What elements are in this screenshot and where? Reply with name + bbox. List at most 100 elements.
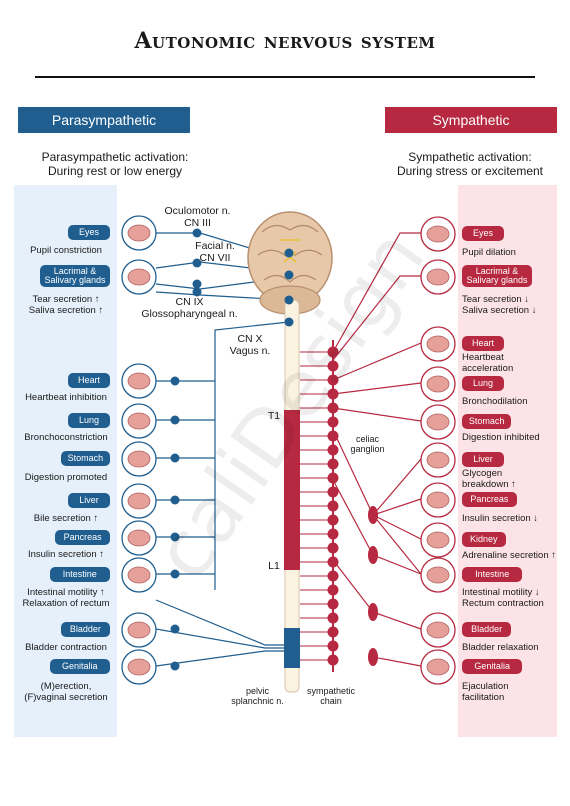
- prevertebral-ganglion: [368, 648, 378, 666]
- splanchnic-1: [332, 429, 374, 516]
- sym-organ-eyes-shape: [426, 225, 450, 243]
- para-badge-pancreas: Pancreas: [55, 529, 110, 545]
- para-effect-line: Insulin secretion ↑: [27, 549, 105, 560]
- para-effect-line: Pupil constriction: [30, 245, 102, 256]
- para-organ-pancreas-shape: [127, 529, 151, 547]
- parasympathetic-ganglion-dot: [284, 270, 294, 280]
- para-organ-liver-shape: [127, 492, 151, 510]
- sym-badge-lacrimal-salivary-glands: Lacrimal & Salivary glands: [462, 265, 532, 287]
- para-effect-intestine: Intestinal motility ↑Relaxation of rectu…: [14, 587, 118, 609]
- para-effect-genitalia: (M)erection,(F)vaginal secretion: [14, 681, 118, 703]
- para-effect-line: Bronchoconstriction: [24, 432, 108, 443]
- parasympathetic-ganglion-dot: [192, 228, 202, 238]
- chain-line1: sympathetic: [306, 686, 356, 696]
- sympathetic-header: Sympathetic: [385, 107, 557, 133]
- sym-organ-bladder-shape: [426, 621, 450, 639]
- para-organ-intestine-shape: [127, 566, 151, 584]
- para-badge-bladder: Bladder: [60, 621, 110, 637]
- sym-badge-intestine: Intestine: [462, 566, 523, 582]
- sympathetic-activation-line2: During stress or excitement: [396, 164, 544, 178]
- glossopharyngeal-nerve-label: CN IX Glossopharyngeal n.: [122, 296, 257, 320]
- sympathetic-activation-line1: Sympathetic activation:: [408, 150, 532, 164]
- para-badge-intestine: Intestine: [49, 566, 110, 582]
- oculomotor-cn: CN III: [184, 217, 211, 229]
- sym-wire-bladder: [372, 611, 422, 630]
- sym-organ-genitalia-shape: [426, 658, 450, 676]
- para-effect-heart: Heartbeat inhibition: [14, 392, 118, 403]
- sym-badge-lung: Lung: [462, 375, 504, 391]
- t1-label: T1: [267, 410, 281, 422]
- para-effect-line: Intestinal motility ↑: [27, 587, 105, 598]
- sym-effect-line: Intestinal motility ↓: [462, 587, 540, 598]
- sym-effect-line: Rectum contraction: [462, 598, 544, 609]
- facial-cn: CN VII: [199, 252, 231, 264]
- sym-effect-line: acceleration: [462, 363, 514, 374]
- sym-organ-lacrimal-salivary-glands-shape: [426, 268, 450, 286]
- sym-organ-stomach-shape: [426, 413, 450, 431]
- sym-effect-line: Bladder relaxation: [462, 642, 539, 653]
- chain-line2: chain: [320, 696, 342, 706]
- sym-effect-line: Ejaculation: [462, 681, 509, 692]
- para-effect-line: Tear secretion ↑: [32, 294, 100, 305]
- sym-organ-heart-shape: [426, 335, 450, 353]
- para-organ-genitalia-shape: [127, 658, 151, 676]
- glosso-cn: CN IX: [175, 296, 204, 308]
- para-effect-lung: Bronchoconstriction: [14, 432, 118, 443]
- para-organ-eyes-shape: [127, 224, 151, 242]
- parasympathetic-ganglion-dot: [192, 279, 202, 289]
- sympathetic-activation: Sympathetic activation: During stress or…: [370, 150, 570, 178]
- sym-wire-eyes: [332, 232, 421, 353]
- sym-effect-line: Saliva secretion ↓: [462, 305, 537, 316]
- para-effect-line: Bladder contraction: [25, 642, 107, 653]
- title-divider: [35, 76, 535, 78]
- parasympathetic-ganglion-dot: [170, 532, 180, 542]
- glosso-name: Glossopharyngeal n.: [141, 308, 238, 320]
- parasympathetic-ganglion-dot: [284, 295, 294, 305]
- sym-effect-line: breakdown ↑: [462, 479, 516, 490]
- sym-effect-line: Digestion inhibited: [462, 432, 540, 443]
- parasympathetic-ganglion-dot: [170, 495, 180, 505]
- para-effect-line: Digestion promoted: [24, 472, 108, 483]
- para-effect-stomach: Digestion promoted: [14, 472, 118, 483]
- sym-effect-intestine: Intestinal motility ↓Rectum contraction: [462, 587, 562, 609]
- sym-wire-abdominal: [372, 458, 422, 516]
- parasympathetic-ganglion-dot: [170, 661, 180, 671]
- sym-effect-line: Adrenaline secretion ↑: [462, 550, 556, 561]
- sym-wire-abdominal: [372, 514, 422, 575]
- sym-wire-intestine: [372, 554, 422, 575]
- para-effect-line: (M)erection,: [40, 681, 92, 692]
- para-effect-pancreas: Insulin secretion ↑: [14, 549, 118, 560]
- sym-effect-line: Pupil dilation: [462, 247, 516, 258]
- para-badge-lacrimal-salivary-glands: Lacrimal & Salivary glands: [40, 265, 110, 287]
- prevertebral-ganglion: [368, 506, 378, 524]
- splanchnic-3: [332, 559, 374, 613]
- sym-organ-kidney-shape: [426, 531, 450, 549]
- sym-badge-liver: Liver: [462, 451, 504, 467]
- sym-badge-eyes: Eyes: [462, 225, 504, 241]
- sym-effect-line: Glycogen: [462, 468, 503, 479]
- para-badge-heart: Heart: [68, 372, 110, 388]
- sym-effect-line: facilitation: [462, 692, 505, 703]
- para-organ-bladder-shape: [127, 621, 151, 639]
- sym-wire-genitalia: [372, 656, 422, 667]
- celiac-line1: celiac: [355, 434, 379, 444]
- parasympathetic-activation-line2: During rest or low energy: [47, 164, 183, 178]
- sym-effect-line: Tear secretion ↓: [462, 294, 530, 305]
- vagus-cn: CN X: [237, 333, 263, 345]
- parasympathetic-ganglion-dot: [170, 376, 180, 386]
- parasympathetic-ganglion-dot: [192, 287, 202, 297]
- parasympathetic-activation-line1: Parasympathetic activation:: [41, 150, 189, 164]
- pelvic-wire-3: [155, 650, 290, 667]
- sym-organ-intestine-shape: [426, 566, 450, 584]
- prevertebral-ganglion: [368, 603, 378, 621]
- sym-effect-kidney: Adrenaline secretion ↑: [462, 550, 562, 561]
- para-effect-lacrimal-salivary-glands: Tear secretion ↑Saliva secretion ↑: [14, 294, 118, 316]
- sym-effect-eyes: Pupil dilation: [462, 247, 562, 258]
- para-effect-eyes: Pupil constriction: [14, 245, 118, 256]
- para-badge-stomach: Stomach: [60, 450, 110, 466]
- sym-effect-line: Insulin secretion ↓: [462, 513, 539, 524]
- pelvic-line2: splanchnic n.: [231, 696, 284, 706]
- prevertebral-ganglion: [368, 546, 378, 564]
- sympathetic-chain-label: sympathetic chain: [296, 686, 366, 706]
